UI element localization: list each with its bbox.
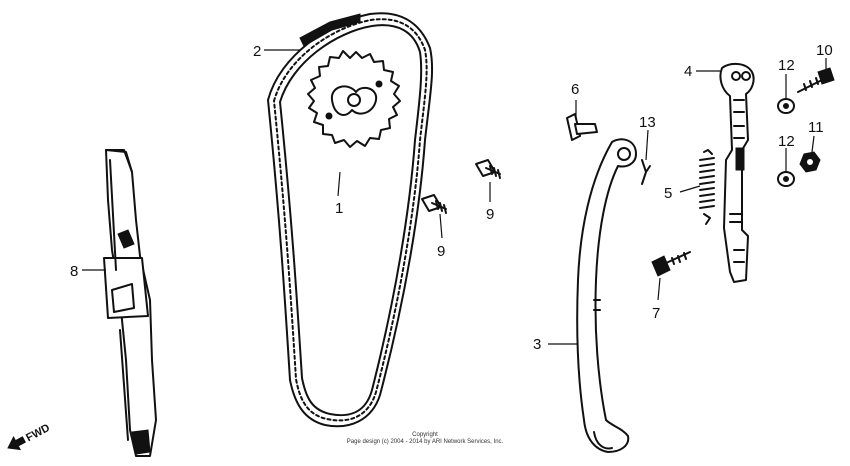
callout-2: 2 [253,43,261,60]
callout-4: 4 [684,63,692,80]
callout-10: 10 [816,42,833,59]
leader-lines [82,49,827,345]
callout-9-upper: 9 [486,206,494,223]
cam-chain[interactable] [267,12,434,428]
arrow-left-icon [7,436,26,451]
bolt-upper[interactable] [475,159,501,179]
copyright: Copyright Page design (c) 2004 - 2014 by… [347,432,504,445]
copyright-line-1: Copyright [412,432,438,438]
bolt-10[interactable] [797,67,835,93]
washer-upper[interactable] [777,98,795,114]
callout-5: 5 [664,185,672,202]
callout-12-upper: 12 [778,57,795,74]
pivot-bolt[interactable] [566,113,598,141]
copyright-line-2: Page design (c) 2004 - 2014 by ARI Netwo… [347,439,504,445]
tensioner-bolt[interactable] [651,251,691,277]
callout-7: 7 [652,305,660,322]
washer-lower[interactable] [777,171,795,187]
callout-13: 13 [639,114,656,131]
callout-8: 8 [70,263,78,280]
fwd-label: FWD [24,422,52,444]
callout-3: 3 [533,336,541,353]
bolt-lower[interactable] [421,194,447,214]
callout-1: 1 [335,200,343,217]
callout-12-lower: 12 [778,133,795,150]
clip-pin[interactable] [641,159,651,185]
tensioner-spring[interactable] [699,149,715,225]
callout-6: 6 [571,81,579,98]
callout-9-lower: 9 [437,243,445,260]
chain-guide[interactable] [103,149,157,457]
nut-11[interactable] [799,151,821,173]
tensioner-bracket[interactable] [719,62,755,283]
cam-sprocket[interactable] [307,50,401,148]
callout-labels: 2 1 9 9 6 13 5 7 3 4 12 12 10 11 8 [70,42,833,353]
fwd-indicator: FWD [7,422,52,451]
tensioner-arm[interactable] [576,138,637,453]
callout-11: 11 [808,119,824,136]
